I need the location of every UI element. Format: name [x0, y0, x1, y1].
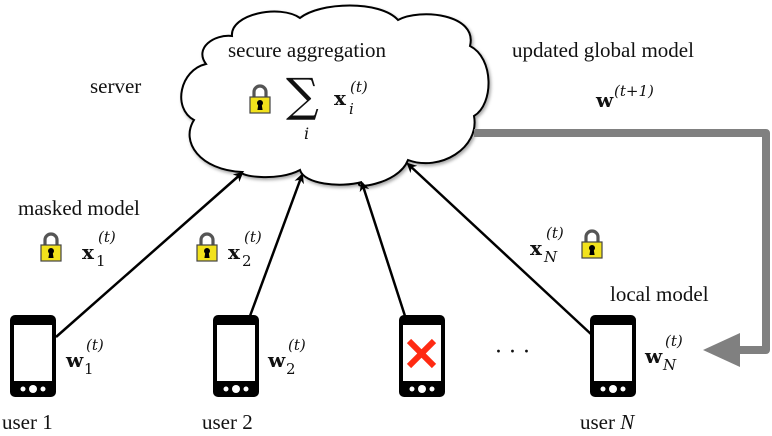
lock-icon [39, 232, 63, 263]
server-cloud [180, 4, 490, 187]
local-model-var-2: w [268, 348, 286, 372]
user-label-n-prefix: user [580, 410, 621, 434]
dropout-x-icon [406, 338, 437, 369]
upload-arrow-user-2 [248, 173, 304, 317]
feedback-arrowhead [703, 333, 740, 367]
masked-sub-2: 2 [242, 252, 252, 270]
masked-sup-2: (t) [244, 228, 262, 246]
upload-arrow-user-3 [359, 181, 407, 317]
local-model-sup-n: (t) [665, 332, 683, 350]
local-model-var-1: w [66, 348, 84, 372]
local-model-sub-1: 1 [84, 360, 94, 378]
aggregate-sup: (t) [350, 78, 368, 96]
aggregate-var: x [334, 86, 346, 110]
sum-symbol: ∑ [286, 68, 319, 122]
upload-arrow-user-1 [55, 171, 244, 338]
sum-index: i [304, 124, 310, 143]
phone-icon-user-2 [213, 315, 259, 397]
aggregate-sub: i [349, 100, 354, 118]
local-model-sup-1: (t) [86, 336, 104, 354]
global-model-var: w [596, 88, 614, 112]
local-model-var-n: w [645, 344, 663, 368]
masked-var-1: x [82, 240, 94, 264]
cloud-title: secure aggregation [228, 38, 387, 62]
lock-icon [195, 232, 219, 263]
local-model-label: local model [610, 282, 709, 306]
user-label-1: user 1 [2, 410, 53, 434]
global-model-label: updated global model [512, 38, 694, 62]
user-label-2: user 2 [202, 410, 253, 434]
masked-sup-n: (t) [546, 224, 564, 242]
masked-sub-n: N [544, 248, 558, 266]
server-label: server [90, 74, 142, 98]
masked-var-2: x [228, 240, 240, 264]
global-model-feedback-arrow [474, 129, 770, 354]
global-model-sup: (t+1) [614, 82, 654, 100]
ellipsis: · · · [495, 340, 530, 365]
upload-arrow-user-n [406, 162, 593, 336]
user-label-n: user N [580, 410, 634, 435]
masked-sub-1: 1 [96, 252, 106, 270]
local-model-sub-n: N [663, 356, 677, 374]
masked-sup-1: (t) [98, 228, 116, 246]
lock-icon [580, 229, 604, 260]
local-model-sub-2: 2 [286, 360, 296, 378]
masked-var-n: x [530, 236, 542, 260]
user-label-n-var: N [620, 410, 635, 434]
local-model-sup-2: (t) [288, 336, 306, 354]
masked-model-label: masked model [18, 196, 140, 220]
phone-icon-user-1 [10, 315, 56, 397]
phone-icon-user-n [590, 315, 636, 397]
